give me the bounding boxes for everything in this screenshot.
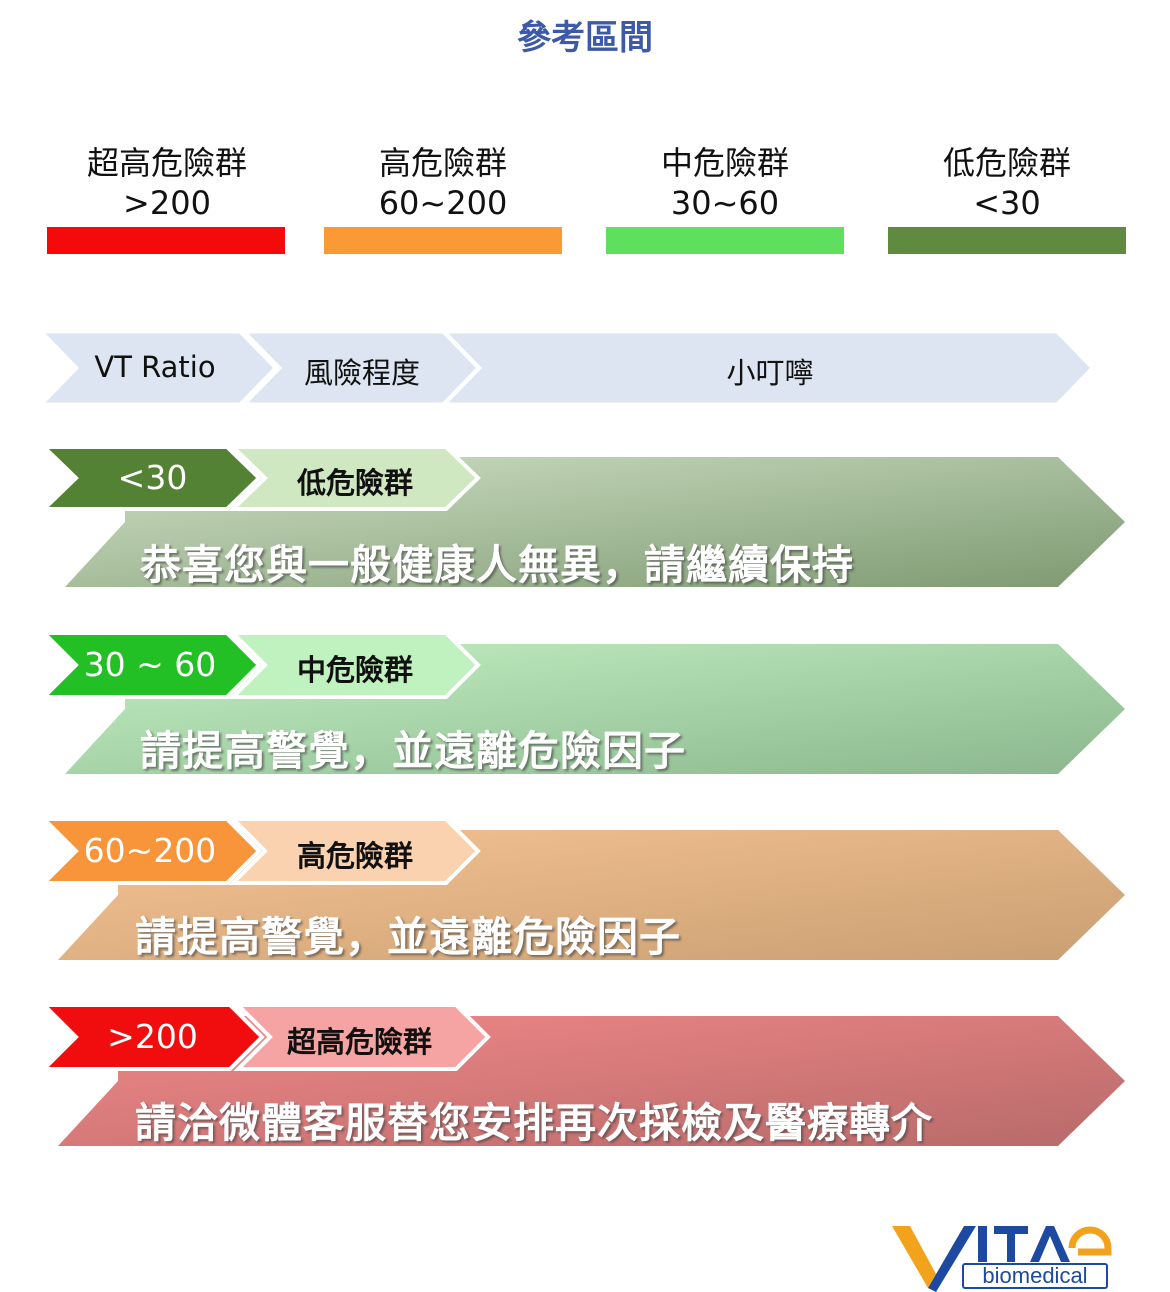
logo-i	[978, 1226, 987, 1262]
row-medium-level: 中危險群	[296, 653, 413, 687]
value-chevron-very-high	[39, 1003, 265, 1071]
row-high-level: 高危險群	[296, 839, 413, 873]
legend-label-high: 高危險群 60~200	[323, 143, 563, 223]
header-risk-level: 風險程度	[303, 356, 420, 390]
legend-range: 60~200	[378, 184, 508, 222]
logo-t-stem	[1007, 1226, 1015, 1262]
legend-name: 高危險群	[378, 144, 507, 182]
legend-label-low: 低危險群 <30	[887, 143, 1127, 223]
page-title: 參考區間	[517, 18, 653, 58]
legend-bar-medium	[606, 227, 844, 254]
logo-biomedical-text: biomedical	[962, 1263, 1108, 1289]
row-low-message: 恭喜您與一般健康人無異，請繼續保持	[140, 541, 854, 589]
legend-name: 低危險群	[942, 144, 1071, 182]
row-high-value: 60~200	[83, 831, 217, 870]
logo-a	[1030, 1226, 1070, 1262]
logo-e	[1068, 1226, 1112, 1256]
logo-v-left	[892, 1226, 936, 1288]
row-very-high-message: 請洽微體客服替您安排再次採檢及醫療轉介	[135, 1099, 933, 1147]
header-chevron-1	[38, 330, 278, 406]
row-very-high-level: 超高危險群	[286, 1025, 432, 1059]
level-chevron-very-high	[233, 1003, 491, 1071]
row-low-level: 低危險群	[296, 466, 413, 500]
legend-label-very-high: 超高危險群 >200	[47, 143, 287, 223]
value-chevron-high	[39, 817, 262, 885]
value-chevron-medium	[39, 631, 262, 699]
row-medium-message: 請提高警覺，並遠離危險因子	[140, 727, 686, 775]
level-chevron-low	[228, 445, 481, 511]
logo-v-right	[928, 1226, 976, 1292]
value-chevron-low	[39, 445, 262, 511]
vitae-logo	[892, 1226, 1112, 1292]
legend-name: 中危險群	[660, 144, 789, 182]
header-chevron-2	[241, 330, 481, 406]
header-vt-ratio: VT Ratio	[94, 350, 216, 384]
legend-range: >200	[123, 184, 211, 222]
legend-bar-low	[888, 227, 1126, 254]
row-high-message: 請提高警覺，並遠離危險因子	[135, 913, 681, 961]
legend-bar-high	[324, 227, 562, 254]
legend-range: 30~60	[670, 184, 780, 222]
row-medium-value: 30 ~ 60	[83, 645, 217, 684]
row-low-value: <30	[117, 458, 188, 497]
legend-label-medium: 中危險群 30~60	[605, 143, 845, 223]
level-chevron-medium	[228, 631, 481, 699]
legend-range: <30	[973, 184, 1041, 222]
row-very-high-value: >200	[107, 1017, 198, 1056]
level-chevron-high	[228, 817, 481, 885]
legend-name: 超高危險群	[86, 144, 247, 182]
header-tips: 小叮嚀	[726, 356, 814, 390]
legend-bar-very-high	[47, 227, 285, 254]
